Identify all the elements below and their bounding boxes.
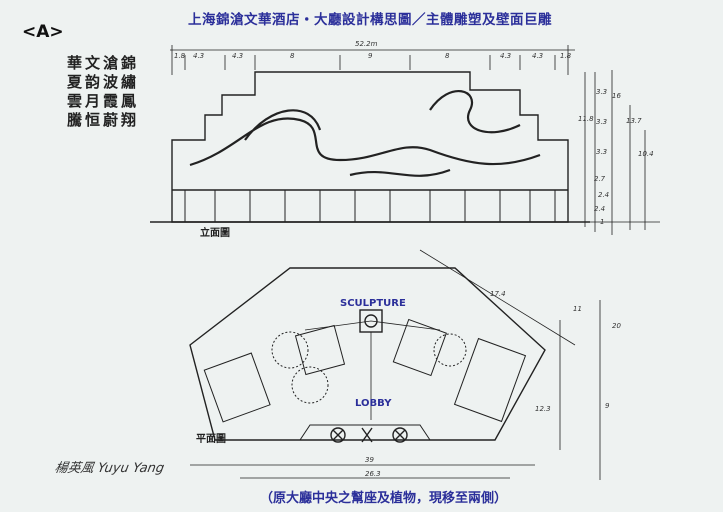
plan-dim: 17.4 bbox=[490, 290, 506, 298]
top-dim: 1.8 bbox=[174, 52, 186, 60]
plan-dim: 39 bbox=[365, 456, 374, 464]
elevation-outline bbox=[171, 71, 569, 223]
poem-line-4: 華夏雲騰 bbox=[65, 55, 83, 131]
poem-line-2: 滄波霞蔚 bbox=[101, 55, 119, 131]
right-dim: 3.3 bbox=[596, 148, 608, 156]
plan-dim: 26.3 bbox=[365, 470, 381, 478]
furniture-groups bbox=[203, 318, 527, 423]
top-dim: 4.3 bbox=[232, 52, 244, 60]
elevation-label: 立面圖 bbox=[200, 228, 230, 239]
right-total: 13.7 bbox=[626, 117, 642, 125]
plan-label: 平面圖 bbox=[196, 434, 226, 445]
top-dim: 9 bbox=[368, 52, 373, 60]
right-dim: 1 bbox=[600, 218, 605, 226]
right-total: 16 bbox=[612, 92, 621, 100]
relief-sculpture bbox=[189, 90, 541, 177]
plan-dim: 12.3 bbox=[535, 405, 551, 413]
right-total: 11.8 bbox=[578, 115, 594, 123]
artist-signature: 楊英風 Yuyu Yang bbox=[53, 461, 166, 476]
poem-line-1: 錦繡鳳翔 bbox=[119, 55, 137, 131]
lobby-label: LOBBY bbox=[355, 398, 392, 409]
top-dim: 4.3 bbox=[532, 52, 544, 60]
sculpture-label: SCULPTURE bbox=[340, 298, 406, 309]
plan-dim: 20 bbox=[612, 322, 621, 330]
top-dim: 4.3 bbox=[193, 52, 205, 60]
plan-dim: 11 bbox=[573, 305, 582, 313]
right-dim: 2.7 bbox=[594, 175, 606, 183]
right-dim: 3.3 bbox=[596, 118, 608, 126]
bottom-caption: （原大廳中央之幫座及植物，現移至兩側） bbox=[260, 491, 508, 506]
elevation-columns bbox=[184, 190, 556, 222]
plan-dim: 9 bbox=[605, 402, 610, 410]
top-dim: 4.3 bbox=[500, 52, 512, 60]
right-total: 10.4 bbox=[638, 150, 654, 158]
drawing-title: 上海錦滄文華酒店・大廳設計構思圖／主體雕塑及壁面巨雕 bbox=[188, 12, 552, 28]
poem-line-3: 文韵月恒 bbox=[83, 55, 101, 131]
top-dim: 1.8 bbox=[560, 52, 572, 60]
overall-width-dim: 52.2m bbox=[355, 40, 378, 48]
right-dim: 2.4 bbox=[594, 205, 606, 213]
top-dim: 8 bbox=[445, 52, 450, 60]
right-dim: 3.3 bbox=[596, 88, 608, 96]
top-dim: 8 bbox=[290, 52, 295, 60]
right-dim: 2.4 bbox=[598, 191, 610, 199]
sheet-mark: <A> bbox=[22, 22, 64, 42]
